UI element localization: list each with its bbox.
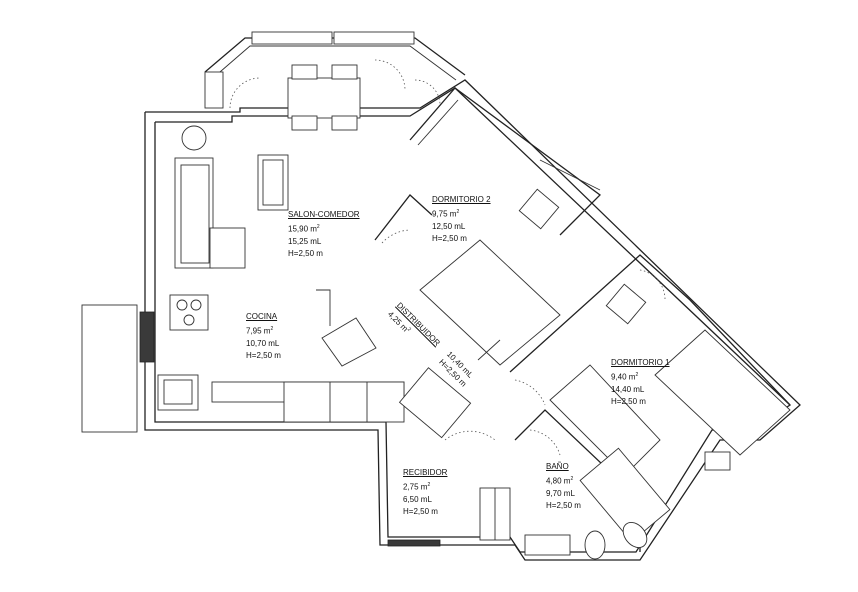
room-area: 15,90 m [288,224,317,234]
room-height: H=2,50 m [403,506,438,516]
room-area: 7,95 m [246,326,271,336]
room-name: SALON-COMEDOR [288,210,360,219]
room-name: DORMITORIO 1 [611,358,670,367]
room-name: BAÑO [546,462,569,471]
room-perimeter: 12,50 mL [432,221,466,231]
living-furniture [174,125,289,269]
room-name: RECIBIDOR [403,468,448,477]
room-height: H=2,50 m [546,500,581,510]
area-unit-sup: 2 [635,372,639,378]
bedroom-2-walls [374,87,601,366]
area-unit-sup: 2 [316,224,320,230]
room-perimeter: 14,40 mL [611,384,645,394]
area-unit-sup: 2 [456,209,460,215]
room-label-salon: SALON-COMEDOR 15,90 m2 15,25 mL H=2,50 m [288,209,360,260]
room-area: 9,75 m [432,209,457,219]
room-label-dormitorio-1: DORMITORIO 1 9,40 m2 14,40 mL H=2,50 m [611,357,670,408]
room-height: H=2,50 m [432,233,467,243]
room-label-cocina: COCINA 7,95 m2 10,70 mL H=2,50 m [246,311,281,362]
room-perimeter: 9,70 mL [546,488,575,498]
room-height: H=2,50 m [246,350,281,360]
room-name: COCINA [246,312,278,321]
room-area: 9,40 m [611,372,636,382]
recibidor-fixtures [387,367,511,547]
room-perimeter: 10,70 mL [246,338,280,348]
room-label-recibidor: RECIBIDOR 2,75 m2 6,50 mL H=2,50 m [403,467,447,518]
room-label-dormitorio-2: DORMITORIO 2 9,75 m2 12,50 mL H=2,50 m [432,194,491,245]
room-label-bano: BAÑO 4,80 m2 9,70 mL H=2,50 m [546,461,581,512]
kitchen-furniture [81,289,405,433]
room-area: 4,80 m [546,476,571,486]
dining-table [287,64,361,131]
room-perimeter: 6,50 mL [403,494,432,504]
area-unit-sup: 2 [570,476,574,482]
room-area: 2,75 m [403,482,428,492]
room-perimeter: 15,25 mL [288,236,322,246]
bedroom-1-walls [509,254,791,471]
room-name: DORMITORIO 2 [432,195,491,204]
bathroom-fixtures [514,364,671,560]
room-height: H=2,50 m [611,396,646,406]
area-unit-sup: 2 [270,326,274,332]
room-height: H=2,50 m [288,248,323,258]
area-unit-sup: 2 [427,482,431,488]
area-unit-sup: 2 [405,326,413,333]
